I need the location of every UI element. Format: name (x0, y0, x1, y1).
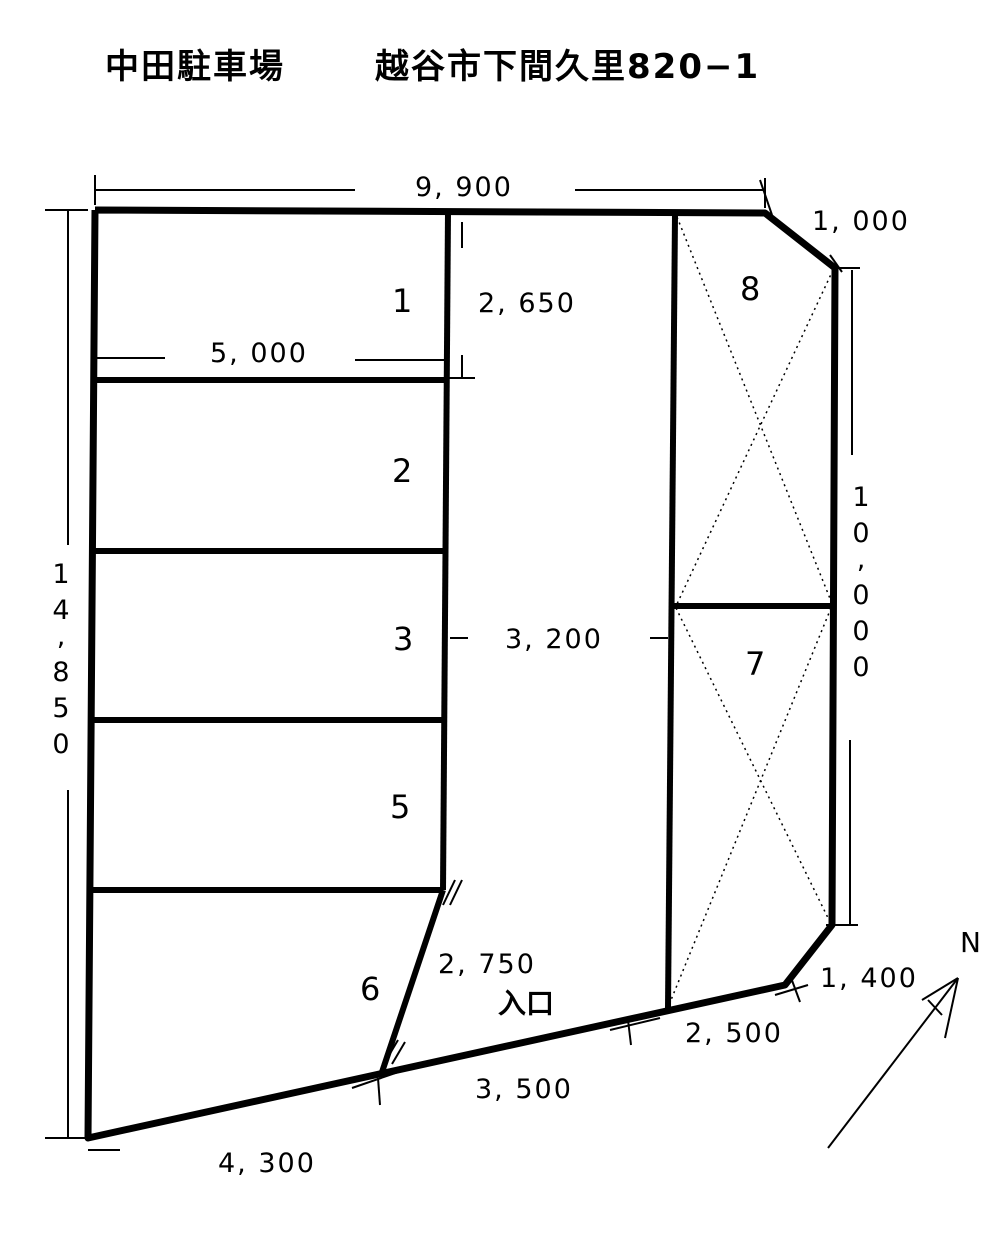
north-arrow-head-a (921, 977, 959, 1001)
north-arrow-head-b (944, 977, 959, 1039)
entrance-label: 入口 (498, 987, 554, 1020)
dim-corner-top-right: 1, 000 (812, 206, 910, 237)
north-label: N (960, 926, 981, 959)
lot-label-6: 6 (360, 970, 380, 1008)
bottom-tick-middle-vert (377, 1077, 381, 1106)
lot-7-cross-b (670, 607, 832, 1001)
dim-corner-bottom-right: 1, 400 (820, 963, 918, 994)
bottom-tick-right (609, 1017, 661, 1031)
lot6-tick-bottom-b (391, 1041, 406, 1065)
north-arrow: N (827, 926, 981, 1149)
dim-bottom-left: 4, 300 (218, 1148, 316, 1179)
lot6-tick-top-a (442, 879, 456, 906)
lot-label-5: 5 (390, 788, 410, 826)
dim-bottom-right: 2, 500 (685, 1018, 783, 1049)
corner-tick-right-top (829, 254, 843, 273)
lot6-tick-bottom-a (384, 1039, 399, 1063)
bottom-tick-right-vert (627, 1019, 632, 1046)
bottom-tick-middle (351, 1067, 411, 1089)
dim-lot6-side: 2, 750 (438, 949, 536, 980)
lots-right-edge (440, 211, 451, 891)
unavailable-marks (670, 216, 834, 1001)
corner-tick-bottom-right-a (774, 984, 809, 996)
lot-6-slant-edge (378, 889, 446, 1076)
lot-label-1: 1 (392, 282, 412, 320)
north-arrow-flag (927, 999, 943, 1016)
dim-bottom-middle: 3, 500 (475, 1074, 573, 1105)
lots-7-8-left-edge (665, 214, 678, 1009)
lot-7-cross-a (675, 607, 831, 923)
lot-8-cross-a (676, 216, 834, 607)
dim-top-width: 9, 900 (415, 172, 513, 203)
dim-lot-depth: 2, 650 (478, 288, 576, 319)
boundary-outline (84, 206, 839, 1142)
lot-dividers (91, 211, 833, 1076)
north-arrow-shaft (827, 977, 959, 1149)
address-title: 越谷市下間久里820−1 (375, 47, 760, 87)
lot-label-7: 7 (745, 645, 765, 683)
lot-label-8: 8 (740, 270, 760, 308)
corner-tick-bottom-right-b (789, 974, 801, 1003)
north-arrow-icon (827, 977, 959, 1149)
lot-8-cross-b (676, 269, 834, 605)
corner-tick-top-right (759, 179, 773, 216)
lot-label-2: 2 (392, 452, 412, 490)
dim-aisle-width: 3, 200 (505, 624, 603, 655)
lot6-tick-top-b (449, 879, 463, 906)
dim-lot-width: 5, 000 (210, 338, 308, 369)
dimension-lines (45, 175, 860, 1151)
lot-label-3: 3 (393, 620, 413, 658)
property-boundary (84, 206, 839, 1142)
lot-name-title: 中田駐車場 (105, 47, 285, 87)
